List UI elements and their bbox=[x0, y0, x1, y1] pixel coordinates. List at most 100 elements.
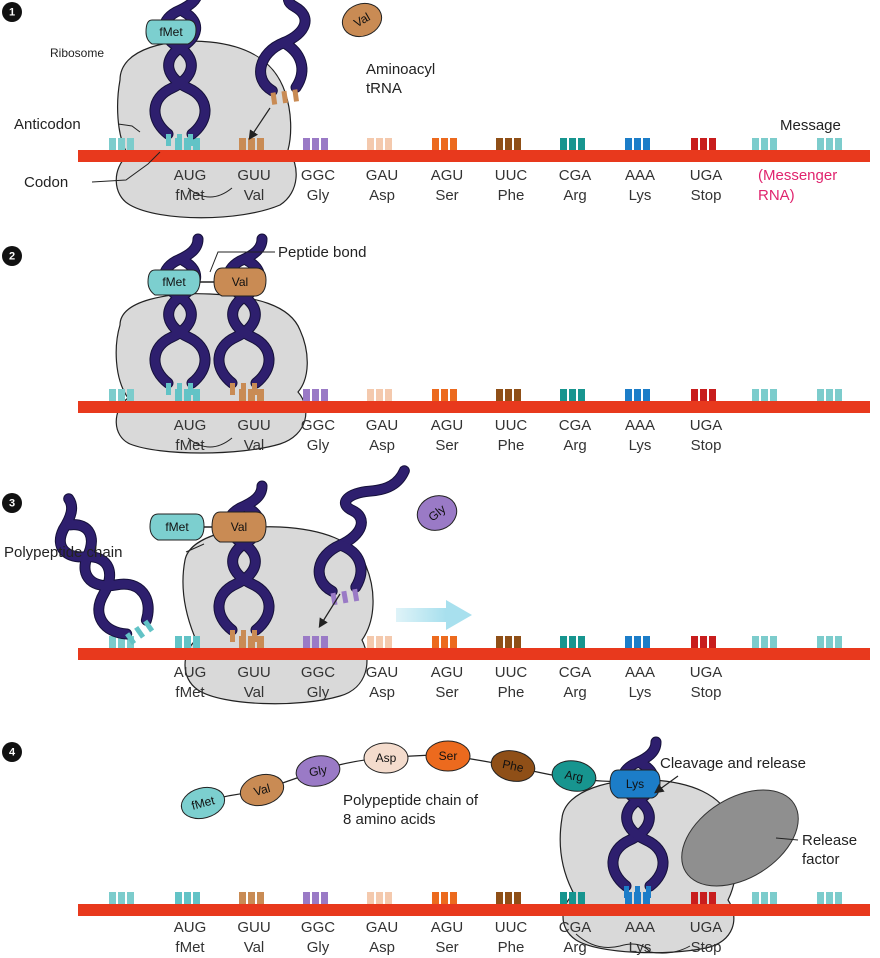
amino-acid-text-asp: Asp bbox=[369, 939, 395, 956]
codon-leader bbox=[91, 151, 161, 183]
amino-acid-val: Val bbox=[211, 511, 267, 543]
codon-text-cga: CGA bbox=[559, 919, 592, 936]
amino-acid-text-stop: Stop bbox=[691, 684, 722, 701]
step-badge-3: 3 bbox=[2, 493, 22, 513]
svg-text:fMet: fMet bbox=[159, 25, 183, 39]
codon-text-guu: GUU bbox=[237, 664, 270, 681]
codon-text-agu: AGU bbox=[431, 417, 464, 434]
amino-acid-val: Val bbox=[213, 267, 267, 297]
codon-text-uuc: UUC bbox=[495, 167, 528, 184]
codon-text-ggc: GGC bbox=[301, 919, 335, 936]
codon-text-aaa: AAA bbox=[625, 167, 655, 184]
polypeptide-chain: fMet Val Gly Asp Ser Phe bbox=[180, 740, 661, 820]
svg-text:Val: Val bbox=[231, 520, 247, 534]
amino-acid-text-fmet: fMet bbox=[175, 684, 205, 701]
svg-text:fMet: fMet bbox=[190, 793, 217, 813]
messenger-rna-label-line2: RNA) bbox=[758, 187, 795, 204]
svg-text:fMet: fMet bbox=[162, 275, 186, 289]
amino-acid-fmet: fMet bbox=[149, 513, 205, 541]
amino-acid-fmet: fMet bbox=[147, 269, 201, 296]
amino-acid-text-asp: Asp bbox=[369, 437, 395, 454]
svg-text:3: 3 bbox=[9, 498, 15, 510]
chain-label-line1: Polypeptide chain of bbox=[343, 792, 479, 809]
amino-acid-text-stop: Stop bbox=[691, 437, 722, 454]
aminoacyl-trna-val bbox=[255, 0, 347, 105]
codon-text-uuc: UUC bbox=[495, 417, 528, 434]
flank-codon-bar bbox=[752, 389, 777, 401]
codon-text-uga: UGA bbox=[690, 167, 723, 184]
aminoacyl-trna-gly bbox=[313, 465, 410, 606]
codon-text-guu: GUU bbox=[237, 919, 270, 936]
amino-acid-fmet: fMet bbox=[145, 19, 197, 45]
codon-text-cga: CGA bbox=[559, 417, 592, 434]
trna-val bbox=[219, 239, 269, 395]
amino-acid-ser: Ser bbox=[425, 740, 471, 772]
codon-text-agu: AGU bbox=[431, 919, 464, 936]
aminoacyl-label-line2: tRNA bbox=[366, 80, 402, 97]
binding-arrow bbox=[318, 593, 341, 629]
codon-text-aaa: AAA bbox=[625, 664, 655, 681]
trna-fmet bbox=[155, 0, 205, 146]
flank-codon-bar bbox=[752, 636, 777, 648]
amino-acid-text-ser: Ser bbox=[435, 437, 458, 454]
codon-labels: AUGfMetGUUValGGCGlyGAUAspAGUSerUUCPheCGA… bbox=[174, 167, 837, 204]
codon-text-cga: CGA bbox=[559, 167, 592, 184]
polypeptide-leader bbox=[185, 543, 205, 553]
svg-text:Val: Val bbox=[252, 781, 272, 799]
amino-acid-text-asp: Asp bbox=[369, 187, 395, 204]
codon-bars bbox=[109, 636, 842, 648]
flank-codon-bar bbox=[817, 138, 842, 150]
codon-bar-uga bbox=[691, 138, 716, 150]
codon-text-ggc: GGC bbox=[301, 167, 335, 184]
codon-bar-gau bbox=[367, 138, 392, 150]
codon-text-cga: CGA bbox=[559, 664, 592, 681]
amino-acid-text-arg: Arg bbox=[563, 437, 586, 454]
svg-text:fMet: fMet bbox=[165, 520, 189, 534]
codon-bar-uuc bbox=[496, 138, 521, 150]
cleavage-label: Cleavage and release bbox=[660, 755, 806, 772]
svg-text:Asp: Asp bbox=[376, 751, 397, 765]
release-factor-label-line1: Release bbox=[802, 832, 857, 849]
codon-bars bbox=[109, 892, 842, 904]
codon-bar-guu bbox=[239, 892, 264, 904]
codon-bar-ggc bbox=[303, 636, 328, 648]
codon-text-agu: AGU bbox=[431, 167, 464, 184]
amino-acid-text-lys: Lys bbox=[629, 437, 652, 454]
peptide-bond-leader bbox=[209, 251, 275, 273]
codon-bars bbox=[109, 138, 842, 150]
codon-labels: AUGfMetGUUValGGCGlyGAUAspAGUSerUUCPheCGA… bbox=[174, 919, 723, 956]
svg-text:2: 2 bbox=[9, 251, 15, 263]
codon-bar-uga bbox=[691, 389, 716, 401]
codon-bar-uuc bbox=[496, 636, 521, 648]
codon-bar-guu bbox=[239, 138, 264, 150]
amino-acid-text-asp: Asp bbox=[369, 684, 395, 701]
codon-bars bbox=[109, 389, 842, 401]
codon-text-uga: UGA bbox=[690, 664, 723, 681]
codon-bar-gau bbox=[367, 636, 392, 648]
codon-text-uga: UGA bbox=[690, 919, 723, 936]
codon-text-aug: AUG bbox=[174, 919, 207, 936]
svg-text:Arg: Arg bbox=[564, 767, 585, 784]
amino-acid-asp: Asp bbox=[363, 742, 409, 774]
amino-acid-fmet: fMet bbox=[180, 786, 226, 820]
amino-acid-text-arg: Arg bbox=[563, 684, 586, 701]
panel-3: 3 AUGfMetGUUValGGCGlyGAUAspAGUSerUUCPheC… bbox=[2, 465, 870, 705]
codon-text-guu: GUU bbox=[237, 417, 270, 434]
mrna-strand bbox=[78, 648, 870, 660]
amino-acid-text-val: Val bbox=[244, 187, 265, 204]
codon-text-uga: UGA bbox=[690, 417, 723, 434]
binding-arrow bbox=[248, 107, 271, 140]
arg-lys-stop-link bbox=[575, 933, 691, 954]
amino-acid-val: Val bbox=[239, 773, 285, 807]
amino-acid-text-fmet: fMet bbox=[175, 187, 205, 204]
trna-val bbox=[219, 486, 269, 642]
codon-text-aug: AUG bbox=[174, 417, 207, 434]
amino-acid-text-gly: Gly bbox=[307, 437, 330, 454]
amino-acid-text-fmet: fMet bbox=[175, 437, 205, 454]
anticodon-leader bbox=[117, 123, 141, 133]
amino-acid-gly: Gly bbox=[295, 755, 341, 787]
amino-acid-val: Val bbox=[341, 2, 383, 38]
codon-bar-ggc bbox=[303, 138, 328, 150]
step-badge-4: 4 bbox=[2, 742, 22, 762]
